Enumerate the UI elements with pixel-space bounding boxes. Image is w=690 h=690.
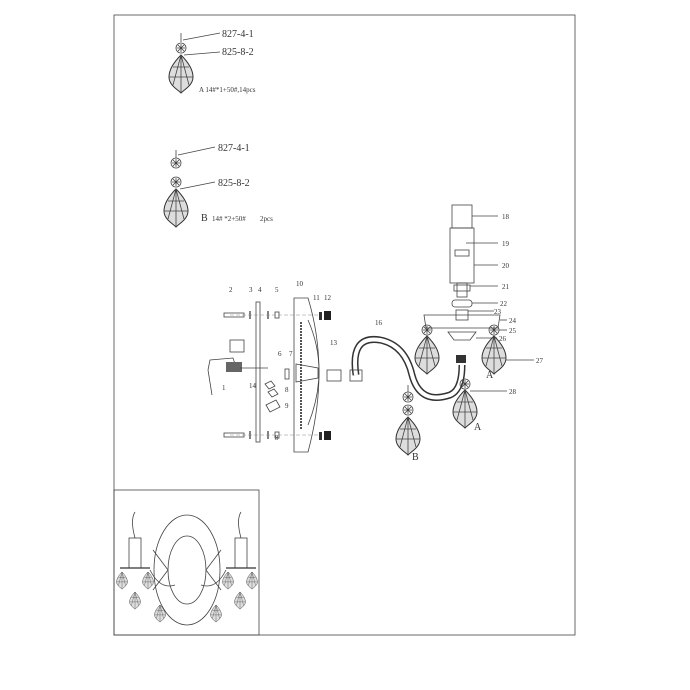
callout-22: 22 xyxy=(500,300,508,308)
callout-labels: 1 2 3 4 5 6 7 8 8 9 10 11 12 13 14 16 18… xyxy=(222,213,544,463)
callout-25: 25 xyxy=(509,327,517,335)
callout-27: 27 xyxy=(536,357,544,365)
callout-10: 10 xyxy=(296,280,304,288)
sconce-preview xyxy=(116,511,258,626)
callout-3: 3 xyxy=(249,286,253,294)
leader-lines xyxy=(466,215,534,392)
pendant-b-qty: 2pcs xyxy=(260,215,273,223)
crystal-marker-a2: A xyxy=(474,422,482,433)
pendant-b: 827-4-1 825-8-2 B 14# *2+50# 2pcs xyxy=(163,143,273,228)
callout-23: 23 xyxy=(494,308,502,316)
callout-26: 26 xyxy=(499,335,507,343)
pendant-a-spec: A 14#*1+50#,14pcs xyxy=(199,86,256,94)
callout-16: 16 xyxy=(375,319,383,327)
callout-2: 2 xyxy=(229,286,233,294)
callout-21: 21 xyxy=(502,283,510,291)
callout-8b: 8 xyxy=(275,434,279,442)
callout-6: 6 xyxy=(278,350,282,358)
pendant-b-spec: 14# *2+50# xyxy=(212,215,246,223)
callout-11: 11 xyxy=(313,294,320,302)
callout-4: 4 xyxy=(258,286,262,294)
arm-assembly xyxy=(349,335,478,456)
callout-13: 13 xyxy=(330,339,338,347)
callout-1: 1 xyxy=(222,384,226,392)
callout-24: 24 xyxy=(509,317,517,325)
preview-box xyxy=(113,489,260,636)
pendant-a-top-label: 827-4-1 xyxy=(222,29,254,40)
crystal-marker-b1: B xyxy=(412,452,419,463)
callout-20: 20 xyxy=(502,262,510,270)
callout-12: 12 xyxy=(324,294,332,302)
wall-mount-exploded xyxy=(207,297,342,453)
pendant-b-spec-prefix: B xyxy=(201,213,208,224)
pendant-b-top-label: 827-4-1 xyxy=(218,143,250,154)
callout-14: 14 xyxy=(249,382,257,390)
callout-5: 5 xyxy=(275,286,279,294)
pendant-a-bottom-label: 825-8-2 xyxy=(222,47,254,58)
page-border xyxy=(113,14,576,636)
callout-18: 18 xyxy=(502,213,510,221)
callout-28: 28 xyxy=(509,388,517,396)
callout-7: 7 xyxy=(289,350,293,358)
callout-19: 19 xyxy=(502,240,510,248)
crystal-marker-a1: A xyxy=(486,370,494,381)
candle-cup-assembly xyxy=(414,204,507,375)
callout-8a: 8 xyxy=(285,386,289,394)
callout-9: 9 xyxy=(285,402,289,410)
pendant-b-bottom-label: 825-8-2 xyxy=(218,178,250,189)
pendant-a: 827-4-1 825-8-2 A 14#*1+50#,14pcs xyxy=(168,29,256,94)
